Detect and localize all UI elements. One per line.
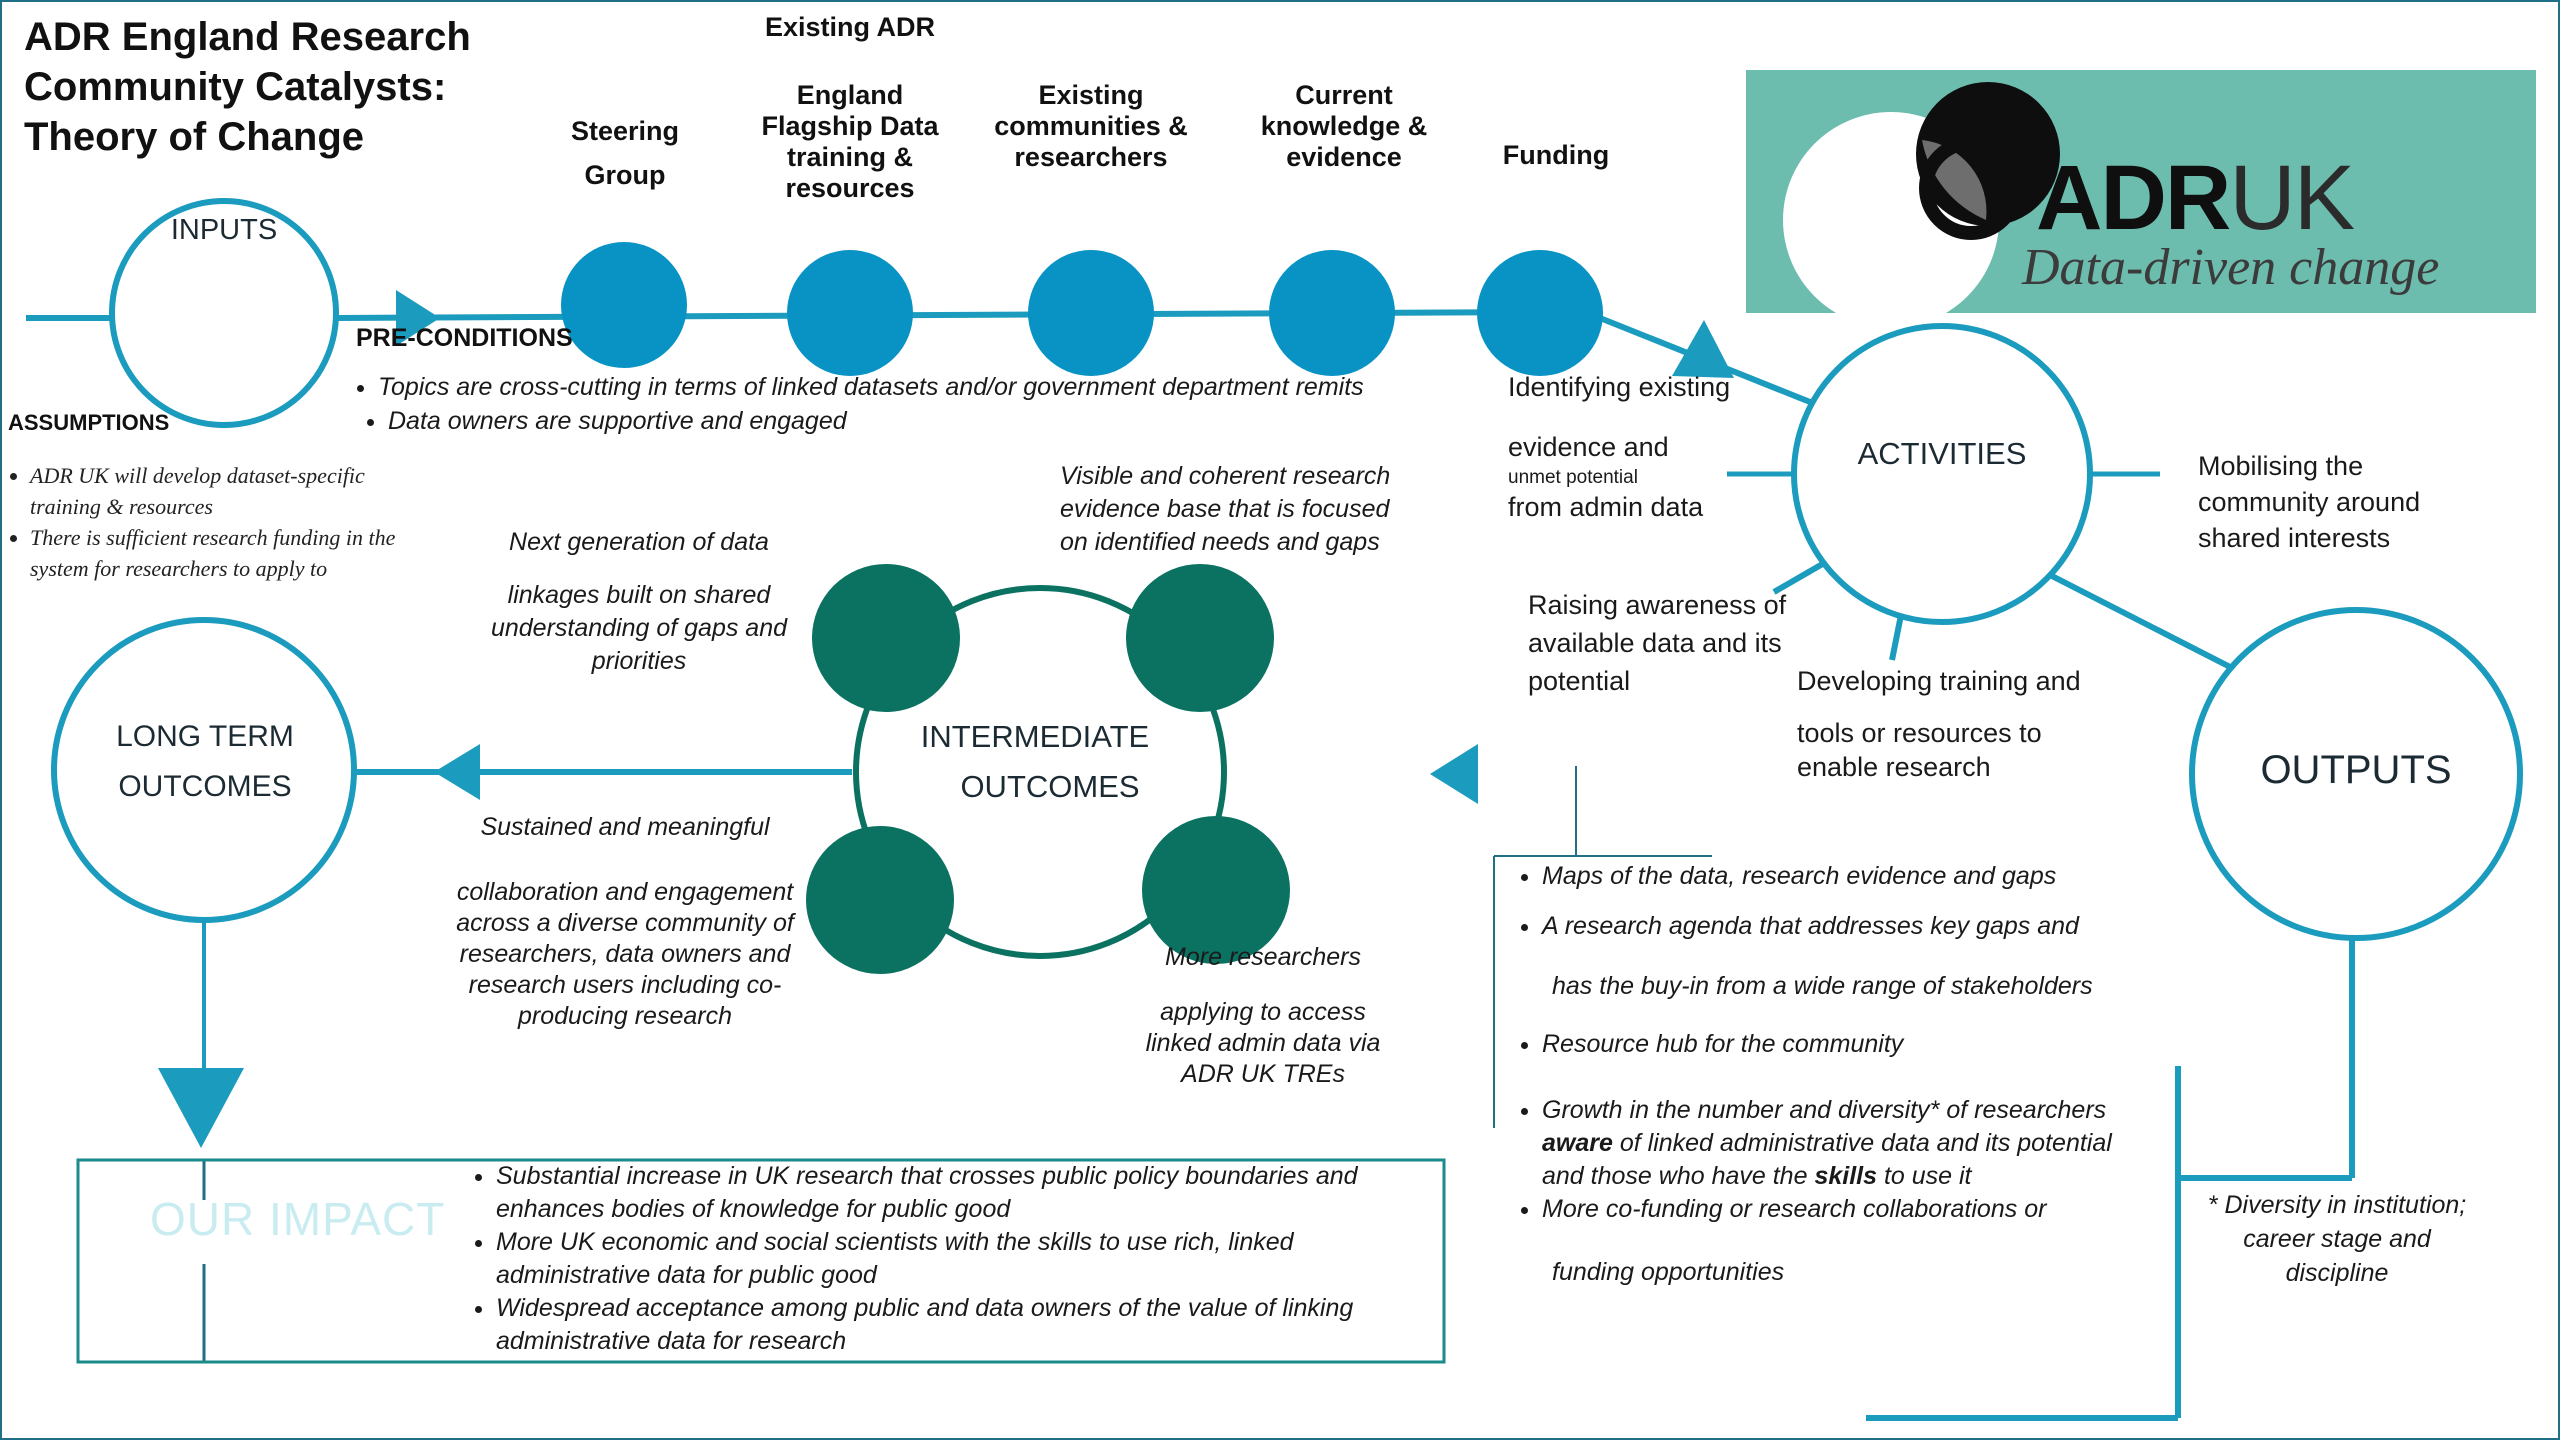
impact-box [76, 1158, 1446, 1364]
intermediate-label: INTERMEDIATE OUTCOMES [880, 712, 1190, 812]
impact-item: More UK economic and social scientists w… [496, 1226, 1394, 1292]
activity-identifying-line: unmet potential [1508, 467, 1638, 488]
logo-tagline: Data-driven change [2022, 239, 2440, 296]
logo-brand-bold: ADR [2036, 147, 2231, 249]
input-steering-label: Steering Group [570, 116, 680, 190]
intermediate-label-line: OUTCOMES [960, 769, 1140, 804]
inputs-circle [109, 198, 339, 428]
longterm-label-line: OUTCOMES [118, 770, 292, 803]
output-item-bold: skills [1814, 1162, 1877, 1190]
outputs-list: Maps of the data, research evidence and … [1520, 860, 2160, 1289]
input-communities-text: Existing communities & researchers [994, 80, 1188, 172]
outcome-more-researchers: More researchers applying to access link… [1128, 942, 1398, 1090]
activities-circle [1791, 323, 2093, 625]
output-item-bold: aware [1542, 1129, 1613, 1157]
longterm-label: LONG TERM OUTCOMES [70, 712, 340, 812]
outcome-next-gen-line: linkages built on shared understanding o… [490, 581, 788, 675]
output-item-text: to use it [1883, 1162, 1972, 1190]
input-arrow-head [396, 290, 440, 346]
activities-label: ACTIVITIES [1857, 436, 2027, 471]
output-item-text: Growth in the number and diversity* of r… [1542, 1096, 2107, 1124]
intermediate-circle [853, 585, 1227, 959]
outcome-more-line: applying to access linked admin data via… [1145, 998, 1381, 1088]
outputs-circle [2189, 607, 2523, 941]
activity-mobilising: Mobilising the community around shared i… [2198, 451, 2421, 553]
input-flagship-top-label: Existing ADR [764, 12, 935, 42]
outcome-visible: Visible and coherent research evidence b… [1060, 462, 1391, 556]
activities-to-outputs-line [2048, 572, 2238, 673]
outcome-dot-more-researchers [1142, 816, 1290, 964]
outcome-sustained: Sustained and meaningful collaboration a… [440, 812, 810, 1032]
diagram-title: ADR England Research Community Catalysts… [24, 15, 471, 159]
outcome-dot-visible [1126, 564, 1274, 712]
intermediate-label-line: INTERMEDIATE [920, 719, 1150, 754]
activity-identifying-line: evidence and [1508, 432, 1669, 462]
activity-raising: Raising awareness of available data and … [1528, 590, 1787, 696]
assumptions-heading: ASSUMPTIONS [8, 410, 170, 435]
output-item-text: of linked administrative data and its po… [1542, 1129, 2112, 1190]
outputs-arrow-head [1430, 744, 1478, 804]
impact-item: Widespread acceptance among public and d… [496, 1292, 1394, 1358]
impact-label: OUR IMPACT [150, 1193, 446, 1245]
activity-developing-line: tools or resources to enable research [1797, 718, 2042, 782]
input-flagship-label: England Flagship Data training & resourc… [761, 80, 939, 203]
activity-identifying-line: from admin data [1508, 492, 1704, 522]
input-dot-communities [1028, 250, 1154, 376]
outputs-footnote: * Diversity in institution; career stage… [2207, 1191, 2467, 1287]
output-item-text: A research agenda that addresses key gap… [1542, 912, 2079, 940]
activities-spoke-raising [1772, 559, 1828, 595]
output-item: More co-funding or research collaboratio… [1542, 1193, 2160, 1289]
logo-mark-icon [1783, 82, 2060, 313]
outcome-dot-sustained [806, 826, 954, 974]
outcome-more-line: More researchers [1165, 943, 1361, 971]
activity-identifying-line: Identifying existing [1508, 372, 1731, 402]
output-item-text: More co-funding or research collaboratio… [1542, 1195, 2047, 1223]
output-item: A research agenda that addresses key gap… [1542, 910, 2160, 1003]
input-knowledge-label: Current knowledge & evidence [1260, 80, 1428, 172]
input-dot-funding [1477, 250, 1603, 376]
outcome-next-gen: Next generation of data linkages built o… [474, 526, 804, 678]
activity-developing: Developing training and tools or resourc… [1797, 664, 2117, 784]
input-dot-flagship [787, 250, 913, 376]
impact-list: Substantial increase in UK research that… [474, 1160, 1394, 1358]
input-dot-knowledge [1269, 250, 1395, 376]
assumption-item: ADR UK will develop dataset-specific tra… [30, 460, 418, 522]
input-dot-steering [561, 242, 687, 368]
preconditions-heading: PRE-CONDITIONS [356, 324, 573, 352]
activity-identifying: Identifying existing evidence and unmet … [1508, 370, 1798, 524]
outcome-sustained-line: collaboration and engagement across a di… [456, 878, 794, 1030]
logo-ring [1919, 136, 2023, 240]
output-item: Resource hub for the community [1542, 1028, 2160, 1061]
logo-wordmark: ADRUK [2036, 152, 2355, 244]
longterm-label-line: LONG TERM [116, 720, 294, 753]
assumption-item: There is sufficient research funding in … [30, 522, 418, 584]
inputs-label: INPUTS [170, 214, 278, 246]
activities-arrow-head [1672, 320, 1734, 378]
assumptions-list: ADR UK will develop dataset-specific tra… [8, 460, 418, 584]
outcome-sustained-line: Sustained and meaningful [480, 813, 770, 841]
longterm-arrow-head [434, 744, 480, 800]
impact-item: Substantial increase in UK research that… [496, 1160, 1394, 1226]
output-item-text: funding opportunities [1552, 1258, 1785, 1286]
impact-arrow-head [158, 1068, 244, 1148]
precondition-item: Topics are cross-cutting in terms of lin… [378, 370, 1496, 404]
outcome-dot-next-gen [812, 564, 960, 712]
input-funding-label: Funding [1502, 140, 1610, 170]
adr-uk-logo: ADRUK Data-driven change [1746, 70, 2536, 313]
input-communities-label: Existing communities & researchers [986, 80, 1196, 202]
output-item: Growth in the number and diversity* of r… [1542, 1094, 2160, 1193]
outputs-label: OUTPUTS [2260, 748, 2452, 792]
output-item: Maps of the data, research evidence and … [1542, 860, 2160, 893]
activity-developing-line: Developing training and [1797, 666, 2081, 696]
outcome-next-gen-line: Next generation of data [509, 528, 769, 556]
preconditions-list: Topics are cross-cutting in terms of lin… [356, 370, 1496, 438]
precondition-item: Data owners are supportive and engaged [388, 404, 1496, 438]
output-item-text: has the buy-in from a wide range of stak… [1552, 972, 2093, 1000]
logo-brand-light: UK [2229, 147, 2355, 249]
